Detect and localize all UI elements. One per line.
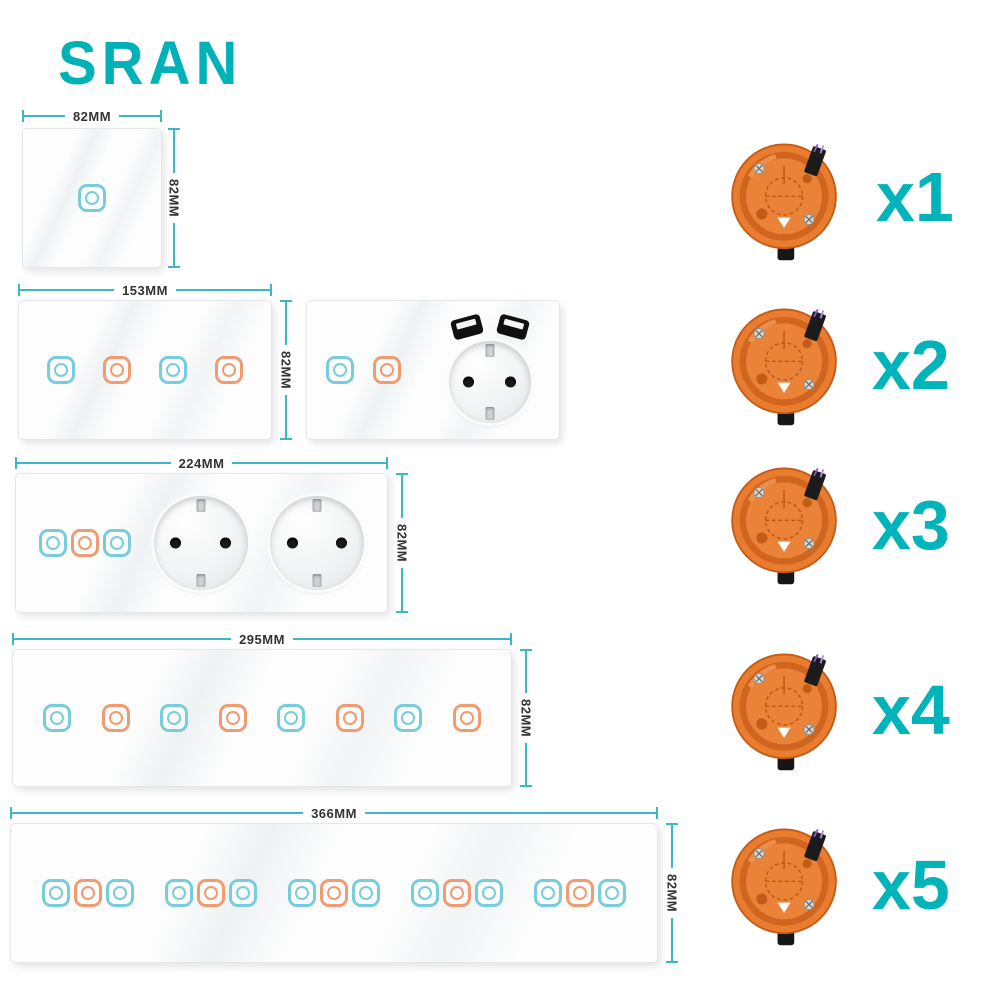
socket-pin-hole bbox=[287, 537, 299, 549]
mounting-box-image bbox=[722, 648, 847, 773]
socket-pin-hole bbox=[504, 376, 516, 388]
button-zone bbox=[11, 824, 657, 962]
touch-button-teal bbox=[160, 704, 189, 732]
socket-pin-hole bbox=[336, 537, 348, 549]
button-zone bbox=[19, 301, 271, 439]
width-label: 366MM bbox=[311, 805, 357, 821]
touch-button-teal bbox=[102, 529, 131, 557]
touch-button-teal bbox=[288, 879, 316, 907]
socket-pin-hole bbox=[463, 376, 475, 388]
socket-pin-hole bbox=[170, 537, 182, 549]
eu-socket bbox=[153, 496, 248, 590]
touch-button-group bbox=[165, 879, 257, 907]
mounting-box-image bbox=[722, 823, 847, 948]
width-dimension-row3: 224MM bbox=[15, 455, 389, 471]
touch-button-teal bbox=[159, 356, 187, 384]
switch-panel-1gang bbox=[22, 128, 162, 268]
switch-2sockets-panel bbox=[15, 473, 388, 613]
height-dimension-row1: 82MM bbox=[166, 128, 182, 268]
button-zone bbox=[13, 650, 511, 786]
panel-content bbox=[16, 474, 387, 612]
touch-button-orange bbox=[74, 879, 102, 907]
touch-button-teal bbox=[326, 356, 355, 384]
touch-button-orange bbox=[103, 356, 131, 384]
height-dimension-row3: 82MM bbox=[394, 473, 410, 613]
quantity-label: x1 bbox=[876, 158, 954, 236]
eu-socket bbox=[448, 341, 531, 423]
switch-panel-4gang bbox=[18, 300, 272, 440]
touch-button-teal bbox=[78, 184, 106, 212]
touch-button-teal bbox=[411, 879, 439, 907]
width-label: 82MM bbox=[72, 108, 112, 124]
touch-button-group bbox=[288, 879, 380, 907]
height-dimension-row4: 82MM bbox=[518, 649, 534, 787]
eu-socket bbox=[270, 496, 365, 590]
height-label: 82MM bbox=[518, 698, 534, 738]
switch-usb-socket-panel bbox=[306, 300, 560, 440]
width-label: 153MM bbox=[122, 282, 168, 298]
touch-button-teal bbox=[42, 879, 70, 907]
touch-button-teal bbox=[106, 879, 134, 907]
touch-button-orange bbox=[335, 704, 364, 732]
touch-button-teal bbox=[598, 879, 626, 907]
touch-button-teal bbox=[534, 879, 562, 907]
width-dimension-row1: 82MM bbox=[22, 108, 162, 124]
touch-button-teal bbox=[43, 704, 72, 732]
width-label: 224MM bbox=[178, 455, 225, 471]
touch-button-orange bbox=[443, 879, 471, 907]
usb-port-icon bbox=[449, 313, 484, 341]
mounting-box-image bbox=[722, 462, 847, 587]
button-zone bbox=[307, 301, 420, 439]
touch-button-orange bbox=[70, 529, 99, 557]
touch-button-teal bbox=[394, 704, 423, 732]
mounting-box-image bbox=[722, 138, 847, 263]
width-dimension-row4: 295MM bbox=[12, 631, 513, 647]
touch-button-teal bbox=[47, 356, 75, 384]
height-label: 82MM bbox=[166, 178, 182, 218]
usb-socket-module bbox=[420, 301, 559, 439]
height-dimension-row2: 82MM bbox=[278, 300, 294, 440]
touch-button-teal bbox=[475, 879, 503, 907]
height-dimension-row5: 82MM bbox=[664, 823, 680, 963]
socket-pin-hole bbox=[219, 537, 231, 549]
usb-ports bbox=[449, 313, 530, 341]
touch-button-orange bbox=[566, 879, 594, 907]
mounting-box-image bbox=[722, 303, 847, 428]
touch-button-group bbox=[38, 529, 131, 557]
touch-button-orange bbox=[373, 356, 402, 384]
switch-panel-15gang bbox=[10, 823, 658, 963]
touch-button-group bbox=[534, 879, 626, 907]
height-label: 82MM bbox=[394, 523, 410, 563]
touch-button-orange bbox=[197, 879, 225, 907]
width-dimension-row5: 366MM bbox=[10, 805, 659, 821]
height-label: 82MM bbox=[664, 873, 680, 913]
width-label: 295MM bbox=[239, 631, 285, 647]
height-label: 82MM bbox=[278, 350, 294, 390]
quantity-label: x2 bbox=[872, 326, 950, 404]
touch-button-teal bbox=[229, 879, 257, 907]
touch-button-orange bbox=[215, 356, 243, 384]
button-zone bbox=[23, 129, 161, 267]
touch-button-orange bbox=[101, 704, 130, 732]
touch-button-teal bbox=[165, 879, 193, 907]
switch-panel-8gang bbox=[12, 649, 512, 787]
touch-button-teal bbox=[352, 879, 380, 907]
touch-button-orange bbox=[218, 704, 247, 732]
touch-button-orange bbox=[452, 704, 481, 732]
quantity-label: x4 bbox=[872, 671, 950, 749]
usb-port-icon bbox=[495, 313, 530, 341]
touch-button-teal bbox=[277, 704, 306, 732]
touch-button-group bbox=[411, 879, 503, 907]
quantity-label: x3 bbox=[872, 486, 950, 564]
touch-button-teal bbox=[38, 529, 67, 557]
quantity-label: x5 bbox=[872, 846, 950, 924]
brand-logo: SRAN bbox=[58, 29, 243, 98]
touch-button-group bbox=[42, 879, 134, 907]
width-dimension-row2: 153MM bbox=[18, 282, 273, 298]
touch-button-orange bbox=[320, 879, 348, 907]
